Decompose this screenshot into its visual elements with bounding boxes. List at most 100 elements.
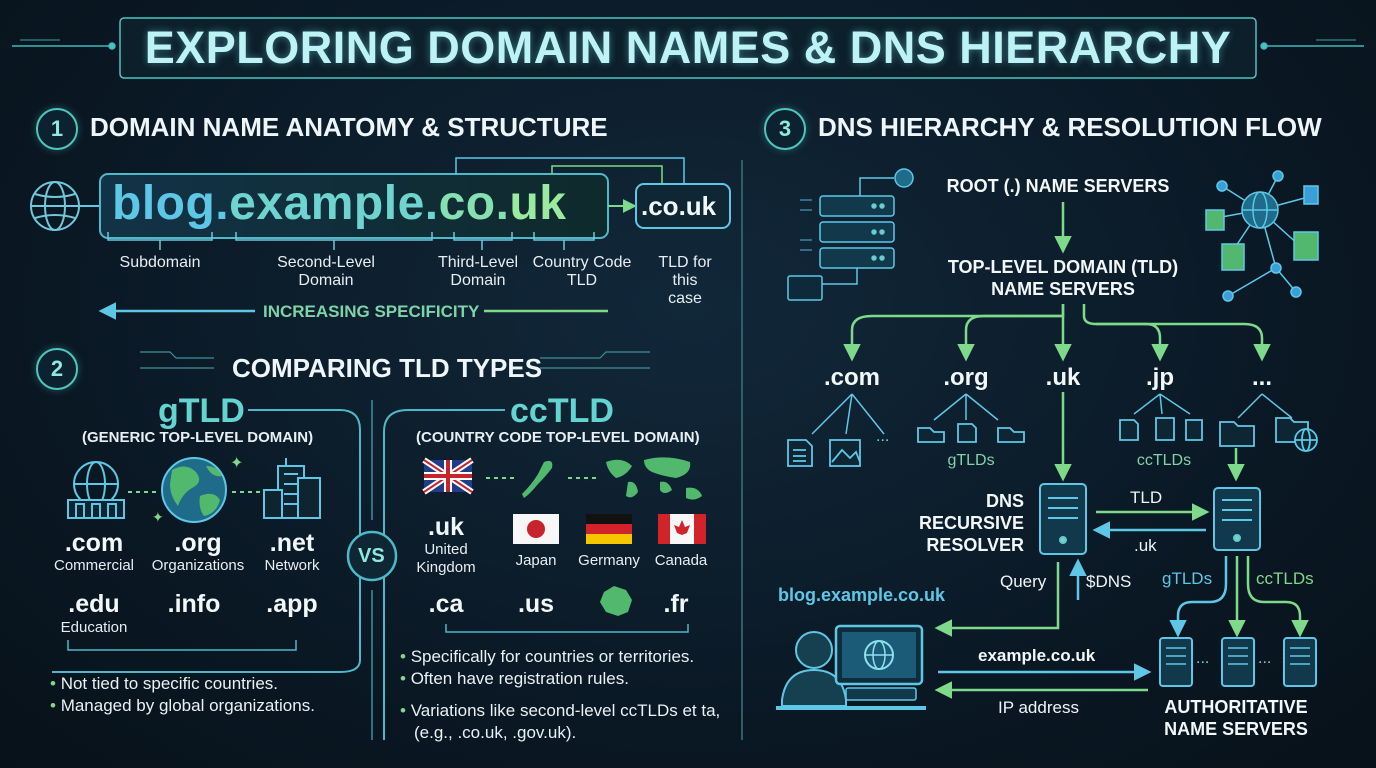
section2-decor [140,351,650,369]
section-title-tld-types: COMPARING TLD TYPES [232,353,543,383]
label-country-code-tld: Country Code TLD [532,254,632,289]
cctld-subtitle: (COUNTRY CODE TOP-LEVEL DOMAIN) [416,429,700,446]
gtld-edu: .edu [68,590,120,618]
gtld-bullet-text: Managed by global organizations. [60,696,315,715]
gtld-heading: gTLD [158,392,245,430]
branch-label-gtlds: gTLDs [1162,569,1213,588]
gtld-org-desc: Organizations [151,557,245,574]
label-second-level-domain: Second-Level Domain [277,254,375,289]
cctld-uk: .uk [427,513,465,541]
label-tld-for-this-case: TLD for this case [658,254,712,307]
earth-icon: ✦ ✦ [152,455,243,525]
cctld-bullet-text: Specifically for countries or territorie… [410,647,695,666]
gtld-app: .app [266,590,318,618]
cctld-bullet-text: Often have registration rules. [410,669,629,688]
root-name-servers: ROOT (.) NAME SERVERS [946,176,1170,196]
domain-name-display: blog.example.co.uk [112,176,566,231]
gtld-edu-desc: Education [60,619,128,636]
document-icon [787,439,813,467]
gtld-bullet: • Not tied to specific countries. [50,674,279,693]
gtld-com: .com [64,529,124,557]
specificity-label: INCREASING SPECIFICITY [263,302,480,321]
domain-part-subdomain: blog [112,177,216,230]
tld-node-org: .org [943,364,989,391]
flag-label-canada: Canada [654,552,708,569]
tld-box-label: .co.uk [641,191,717,221]
uk-flag-icon [422,457,474,495]
office-building-icon [263,458,321,519]
cctld-bullet: • Specifically for countries or territor… [400,647,695,666]
svg-text:✦: ✦ [152,509,164,525]
domain-part-third-level: co [438,177,496,230]
section-number-3: 3 [764,108,806,150]
flag-label-japan: Japan [515,552,557,569]
gtld-info: .info [167,590,221,618]
resolver-server-icon [1039,483,1087,555]
france-map-icon [600,586,632,616]
globe-icon [30,181,80,231]
leaf-more-dots: ... [876,428,890,445]
tld-name-servers: TOP-LEVEL DOMAIN (TLD) NAME SERVERS [947,257,1179,299]
japan-map-icon [522,460,553,498]
tld-server-icon [1213,487,1261,551]
title-frame [12,17,1364,79]
svg-text:✦: ✦ [230,455,243,472]
section-number-1: 1 [36,108,78,150]
building-icon [67,461,125,519]
domain-dot: . [215,177,230,230]
cctld-heading: ccTLD [510,392,614,430]
arrow-label-ip-address: IP address [998,698,1079,717]
gtld-bullet-text: Not tied to specific countries. [60,674,279,693]
cctld-bullet: • Often have registration rules. [400,669,629,688]
tld-node-uk: .uk [1045,364,1081,391]
authoritative-server-icons [1159,637,1317,687]
auth-dots-2: ... [1258,650,1272,667]
gtld-bullet: • Managed by global organizations. [50,696,315,715]
arrow-label-example: example.co.uk [978,646,1096,665]
flag-label-germany: Germany [578,552,640,569]
page-title: EXPLORING DOMAIN NAMES & DNS HIERARCHY [144,22,1232,73]
domain-dot: . [495,177,510,230]
dns-recursive-resolver: DNS RECURSIVE RESOLVER [918,491,1024,555]
user-query-domain: blog.example.co.uk [778,585,946,605]
document-icon [957,423,977,443]
label-third-level-domain: Third-Level Domain [437,254,519,289]
tld-node-com: .com [823,364,881,391]
tld-box-frame [635,183,731,229]
domain-dot: . [424,177,439,230]
cctld-bullet-text: Variations like second-level ccTLDs et t… [410,701,721,742]
document-icon [1185,419,1203,441]
gtld-bullets: • Not tied to specific countries. • Mana… [50,673,315,717]
gtld-com-desc: Commercial [53,557,135,574]
cctld-bullets: • Specifically for countries or territor… [400,646,724,744]
tld-node-more: ... [1251,364,1273,391]
section-title-anatomy: DOMAIN NAME ANATOMY & STRUCTURE [90,112,608,142]
folder-icon [1219,421,1255,447]
japan-flag-icon [513,514,559,544]
section-number-2: 2 [36,348,78,390]
arrow-label-query: Query [1000,572,1047,591]
authoritative-name-servers: AUTHORITATIVE NAME SERVERS [1164,697,1308,739]
cctlds-group-label: ccTLDs [1136,452,1192,469]
gtlds-group-label: gTLDs [947,452,995,469]
gtld-org: .org [174,529,222,557]
gtld-subtitle: (GENERIC TOP-LEVEL DOMAIN) [82,429,314,446]
vs-circle [346,530,398,582]
image-icon [829,439,861,467]
label-subdomain: Subdomain [119,254,201,271]
section-title-dns-flow: DNS HIERARCHY & RESOLUTION FLOW [818,112,1322,142]
branch-label-cctlds: ccTLDs [1256,569,1314,588]
arrow-label-uk: .uk [1134,536,1157,555]
world-map-icon [606,457,702,500]
server-rack-icon [787,168,914,301]
domain-part-cctld: uk [509,177,567,230]
cctld-bullet: • Variations like second-level ccTLDs et… [400,701,721,742]
globe-icon [1294,428,1318,452]
document-icon [1155,417,1175,441]
arrow-label-tld: TLD [1130,488,1163,507]
auth-dots-1: ... [1196,650,1210,667]
folder-icon [917,427,945,443]
user-at-computer-icon [776,624,926,710]
document-icon [1119,419,1139,441]
